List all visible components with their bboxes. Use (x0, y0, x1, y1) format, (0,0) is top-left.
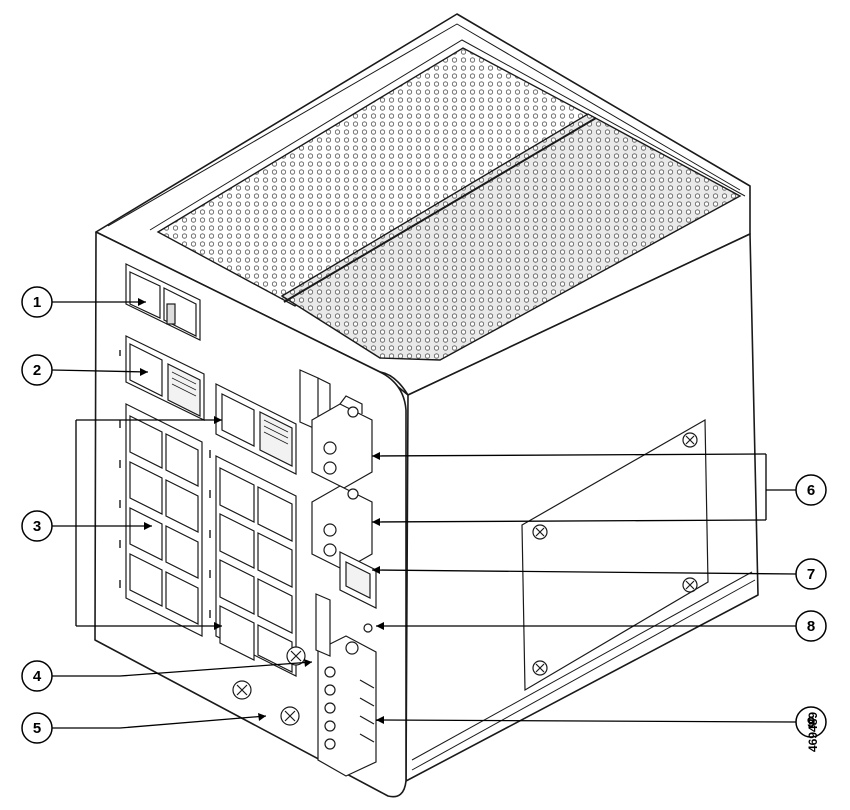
console-port (339, 551, 377, 609)
side-plate-screw-icon (532, 432, 698, 676)
callout-4-label: 4 (33, 668, 42, 685)
callout-6: 6 (795, 474, 827, 506)
vent-grille (149, 39, 746, 361)
callout-3: 3 (21, 510, 53, 542)
callout-arrowheads (138, 298, 384, 724)
callout-2: 2 (21, 354, 53, 386)
figure-id: 469489 (806, 711, 820, 752)
callout-1: 1 (21, 286, 53, 318)
callout-7: 7 (795, 558, 827, 590)
combo-ports (125, 335, 205, 421)
callout-2-label: 2 (33, 362, 41, 379)
callout-3-label: 3 (33, 518, 41, 535)
front-panel (119, 263, 377, 777)
sfp-ports (125, 263, 201, 341)
ethernet-block-left (125, 403, 203, 637)
reset-button-icon (363, 623, 373, 633)
ethernet-block-right (215, 455, 297, 677)
callout-1-label: 1 (33, 294, 41, 311)
callout-7-label: 7 (807, 566, 815, 583)
callout-9: 9 (795, 706, 827, 738)
ground-screw-icon (286, 593, 331, 666)
callout-8-label: 8 (807, 618, 815, 635)
callout-6-label: 6 (807, 482, 815, 499)
callout-4: 4 (21, 660, 53, 692)
alarm-connector (317, 635, 377, 777)
uplink-rj45-ports (215, 383, 297, 475)
callout-9-label: 9 (807, 714, 815, 731)
callout-5: 5 (21, 712, 53, 744)
mounting-screw-icon (232, 680, 300, 726)
callout-5-label: 5 (33, 720, 41, 737)
power-connectors (311, 395, 373, 571)
vent-grille-right (280, 113, 742, 361)
callout-8: 8 (795, 610, 827, 642)
callout-leaders (51, 301, 797, 729)
port-led-indicators (119, 350, 211, 618)
